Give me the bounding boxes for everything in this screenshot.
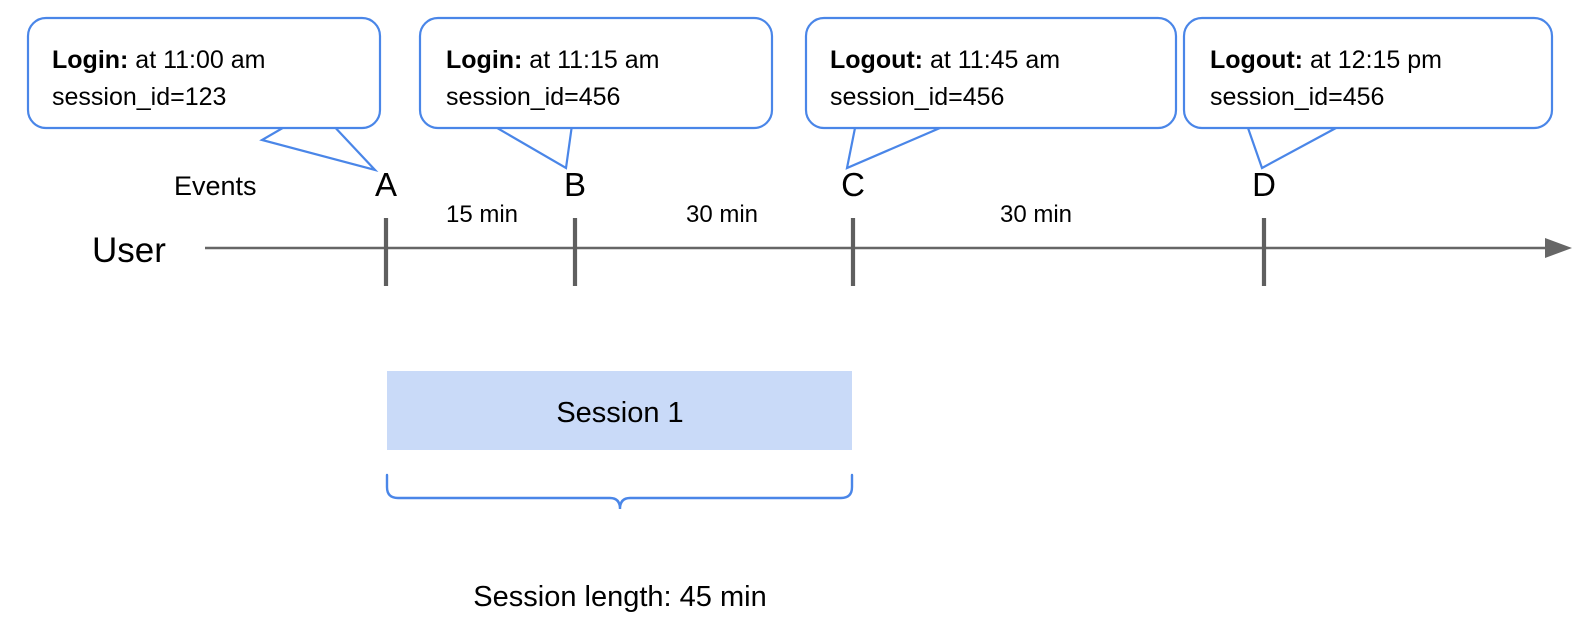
callout-a-lead: Login: [52, 46, 128, 74]
callout-c-lead: Logout: [830, 46, 923, 74]
callout-d-lead: Logout: [1210, 46, 1303, 74]
callout-b-tail [487, 123, 574, 170]
callout-d-line1: Logout: at 12:15 pm [1210, 46, 1442, 74]
callout-c-box [804, 16, 1178, 130]
axis-arrowhead-icon [1545, 238, 1572, 258]
callout-d-tail [1246, 126, 1337, 170]
callout-a[interactable]: Login: at 11:00 am session_id=123 [26, 16, 382, 173]
session-length-summary: Session length: 45 min [473, 581, 766, 613]
callout-c-line2: session_id=456 [830, 83, 1004, 111]
event-tick-d[interactable]: D [1252, 166, 1276, 286]
interval-label-a-b: 15 min [446, 201, 518, 228]
callout-a-line2: session_id=123 [52, 83, 226, 111]
callout-b-box [418, 16, 774, 130]
callout-a-box [26, 16, 382, 130]
callout-c-line1: Logout: at 11:45 am [830, 46, 1060, 74]
callout-c[interactable]: Logout: at 11:45 am session_id=456 [804, 16, 1178, 170]
event-letter-c: C [841, 166, 865, 203]
timeline-axis [205, 238, 1572, 258]
callout-d[interactable]: Logout: at 12:15 pm session_id=456 [1182, 16, 1554, 170]
event-tick-c[interactable]: C [841, 166, 865, 286]
session-bar-rect [387, 371, 852, 450]
user-row-label: User [92, 231, 166, 270]
session-span-brace [385, 473, 854, 510]
callout-a-time: at 11:00 am [128, 46, 265, 74]
events-row-label: Events [174, 171, 257, 201]
callout-b-lead: Login: [446, 46, 522, 74]
interval-label-c-d: 30 min [1000, 201, 1072, 228]
callout-d-line2: session_id=456 [1210, 83, 1384, 111]
event-letter-d: D [1252, 166, 1276, 203]
callout-d-time: at 12:15 pm [1303, 46, 1442, 74]
session-bar-label: Session 1 [556, 397, 683, 429]
callout-b-time: at 11:15 am [522, 46, 659, 74]
callout-b-line1: Login: at 11:15 am [446, 46, 659, 74]
callout-c-tail [845, 126, 941, 170]
session-bar[interactable]: Session 1 [387, 371, 852, 450]
event-letter-a: A [375, 166, 397, 203]
callout-b[interactable]: Login: at 11:15 am session_id=456 [418, 16, 774, 170]
event-tick-b[interactable]: B [564, 166, 586, 286]
callout-c-time: at 11:45 am [923, 46, 1060, 74]
interval-label-b-c: 30 min [686, 201, 758, 228]
event-tick-a[interactable]: A [375, 166, 397, 286]
event-letter-b: B [564, 166, 586, 203]
callout-b-line2: session_id=456 [446, 83, 620, 111]
callout-d-box [1182, 16, 1554, 130]
callout-a-line1: Login: at 11:00 am [52, 46, 265, 74]
